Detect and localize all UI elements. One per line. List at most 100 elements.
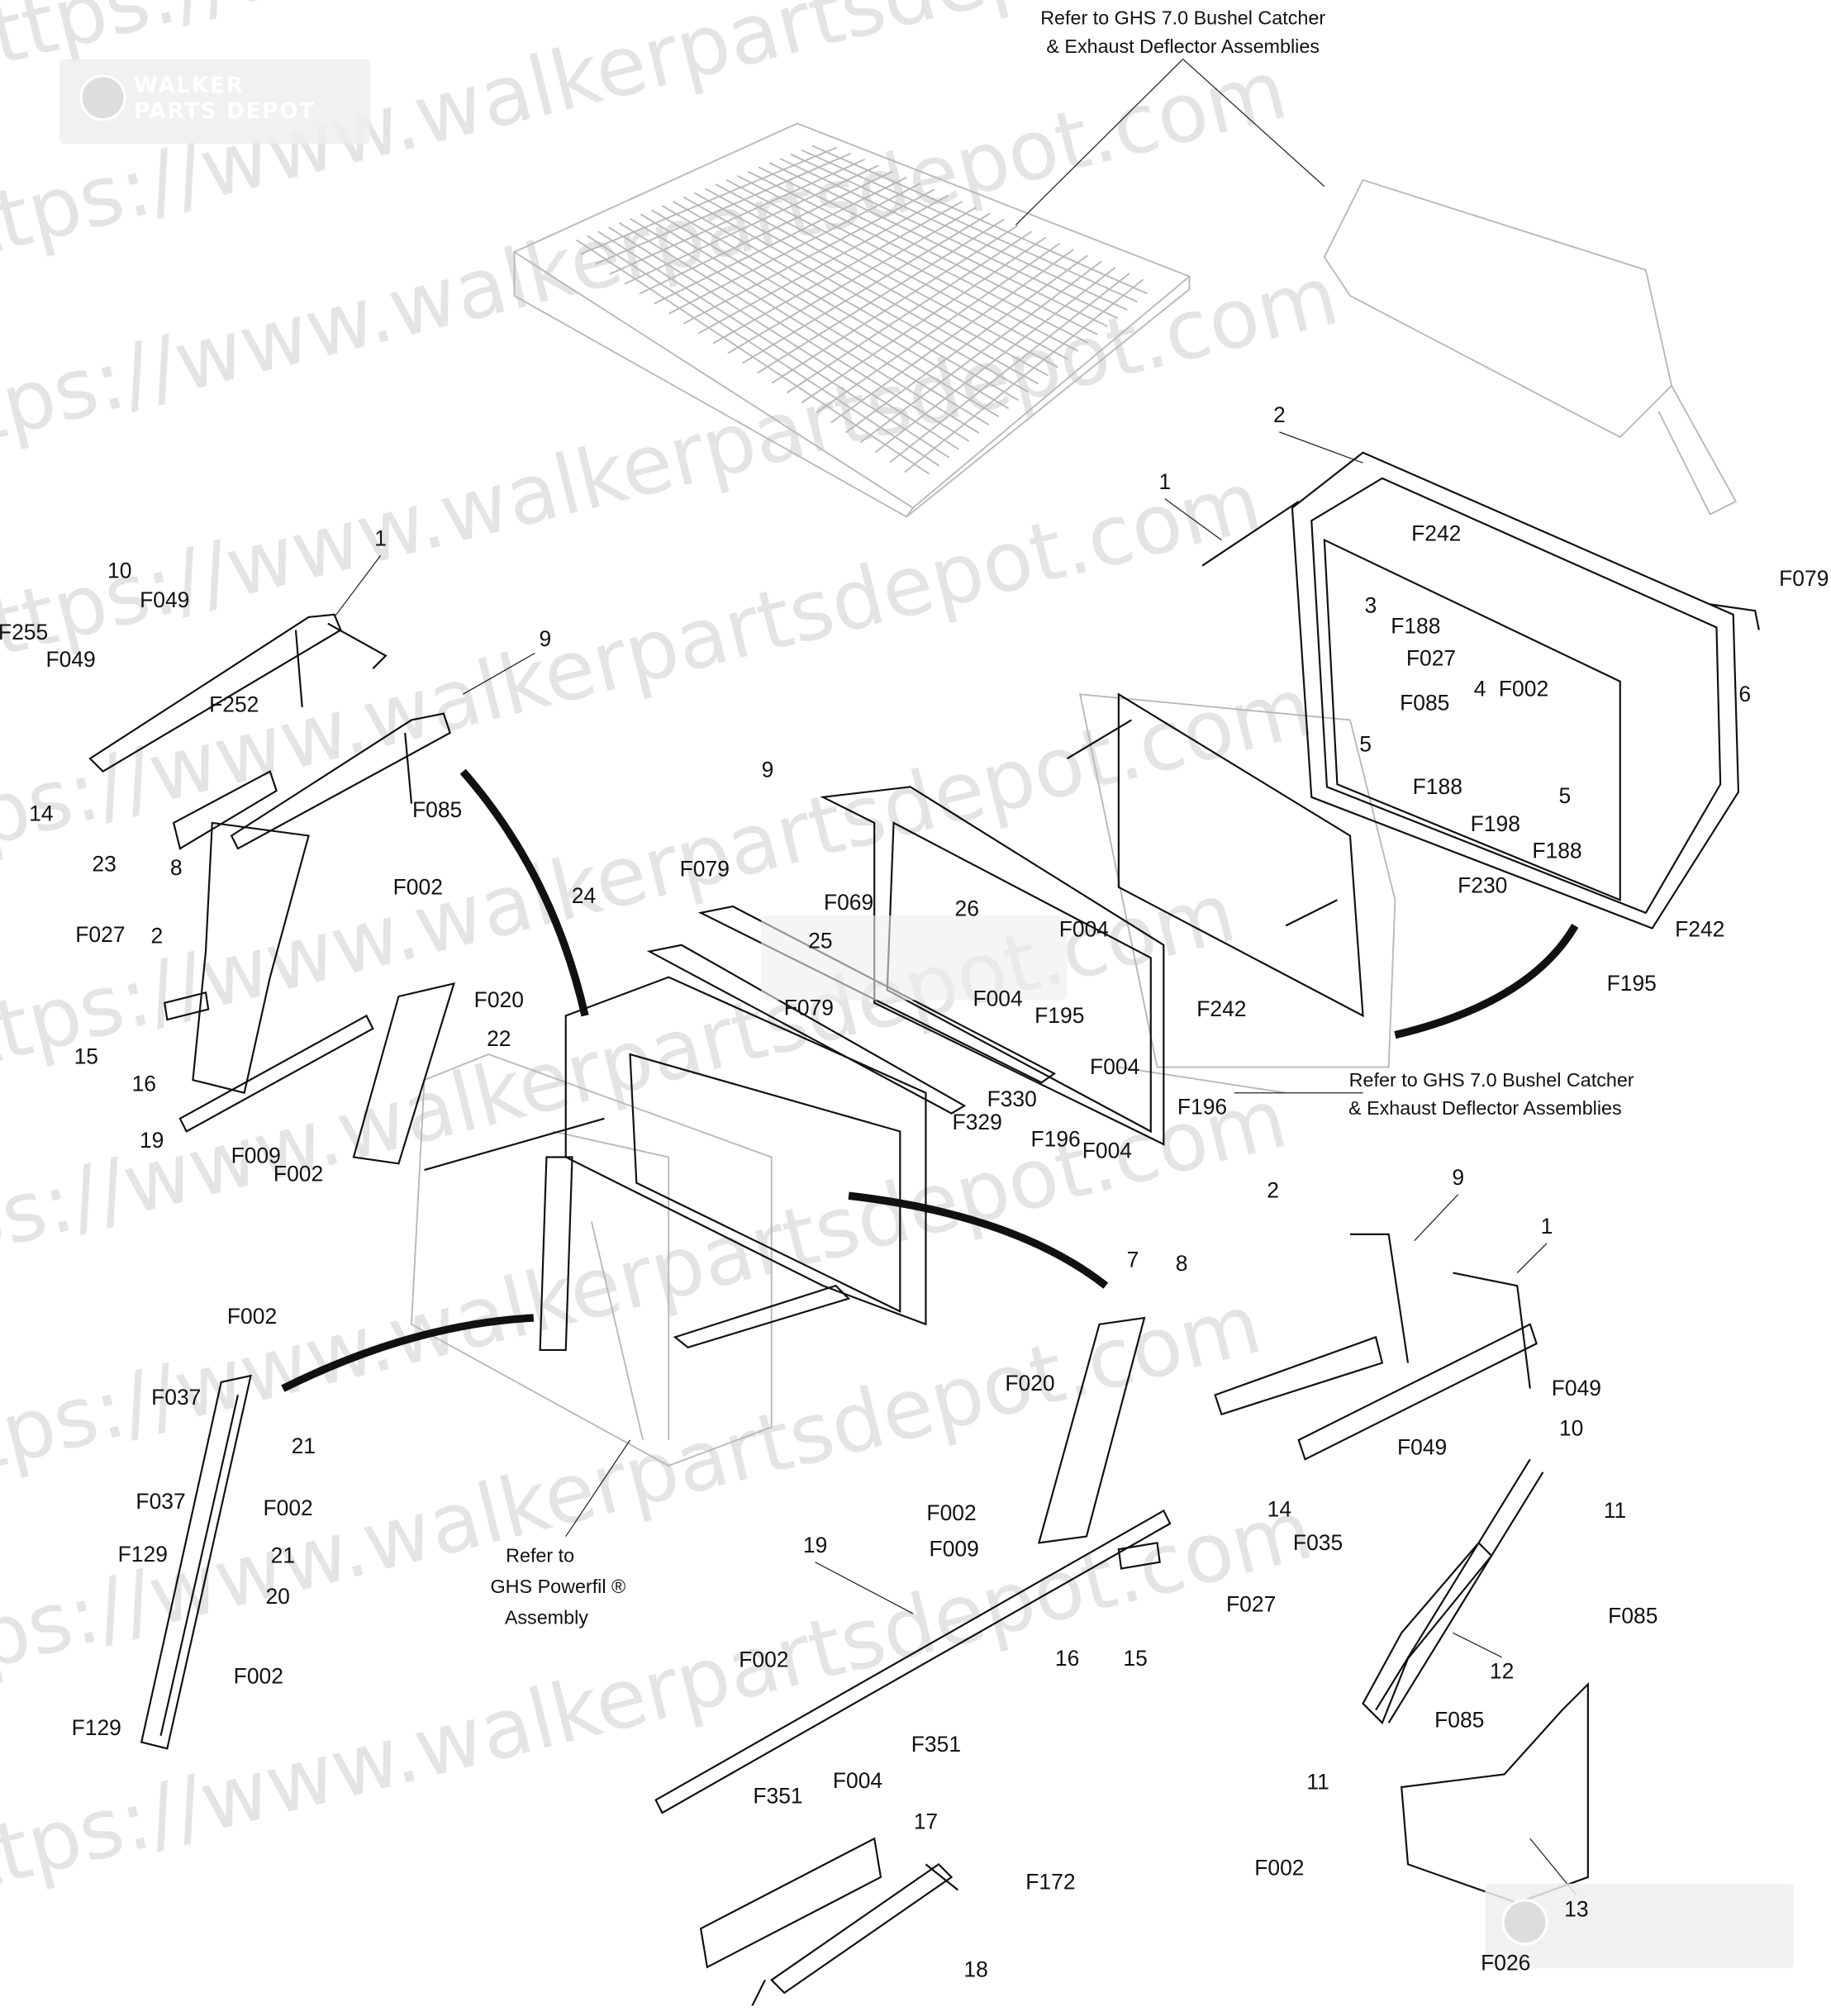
part-callout: F004	[833, 1768, 882, 1793]
part-callout: 2	[151, 923, 164, 948]
part-callout: F242	[1675, 917, 1724, 942]
part-callout: F002	[739, 1647, 788, 1671]
part-callout: F079	[1779, 566, 1829, 591]
part-callout: F004	[973, 987, 1022, 1011]
part-callout: 11	[1604, 1498, 1626, 1523]
part-callout: F049	[140, 587, 189, 612]
bushel-catcher-grid	[512, 122, 1191, 518]
part-callout: 12	[1490, 1658, 1514, 1683]
part-callout: 5	[1558, 783, 1571, 808]
part-callout: F020	[474, 987, 524, 1012]
front-frame-assembly	[424, 905, 1057, 1352]
part-callout: F172	[1025, 1870, 1075, 1895]
part-callout: 9	[1452, 1165, 1464, 1190]
part-callout: F079	[784, 996, 834, 1020]
part-callout: 14	[29, 801, 53, 826]
part-callout: 9	[762, 758, 774, 782]
reference-notes: Refer to GHS 7.0 Bushel Catcher & Exhaus…	[491, 7, 1634, 1628]
part-callout: 7	[1127, 1248, 1139, 1272]
exhaust-deflector	[1323, 178, 1738, 516]
part-callout: 24	[572, 883, 596, 908]
part-callout: F255	[0, 620, 48, 644]
part-callout: 2	[1267, 1178, 1279, 1203]
part-callout: F242	[1196, 996, 1246, 1021]
part-callout: 25	[808, 929, 832, 953]
part-callout: F049	[45, 647, 95, 672]
part-callout: 17	[914, 1809, 938, 1834]
part-callout: F188	[1413, 774, 1462, 799]
part-callout: F085	[1608, 1604, 1657, 1628]
part-callout: 4	[1474, 677, 1486, 701]
part-callout: F196	[1030, 1126, 1080, 1151]
part-callout: 13	[1564, 1896, 1588, 1921]
part-callout: 15	[74, 1044, 98, 1069]
part-callout: F002	[1499, 677, 1548, 701]
part-callout: 10	[1559, 1415, 1583, 1440]
part-callout: F037	[151, 1385, 201, 1410]
lower-left-parts	[140, 1374, 252, 1750]
part-callout: 8	[1176, 1251, 1188, 1276]
part-callout: 1	[1541, 1214, 1553, 1239]
part-callout: F085	[1434, 1708, 1484, 1733]
part-callout: 19	[140, 1128, 164, 1153]
part-callout: 10	[107, 558, 131, 582]
note-bushel-catcher-mid: Refer to GHS 7.0 Bushel Catcher	[1349, 1069, 1634, 1091]
part-callout: 2	[1273, 402, 1286, 427]
part-callout: F242	[1411, 521, 1461, 545]
powerfil-assembly-ghost	[411, 693, 1396, 1467]
part-callout: 14	[1267, 1496, 1291, 1521]
part-callout: F026	[1481, 1951, 1530, 1976]
part-callout: F027	[1226, 1592, 1276, 1617]
part-callout: F049	[1552, 1376, 1601, 1400]
note-bushel-catcher-top: Refer to GHS 7.0 Bushel Catcher	[1040, 7, 1325, 29]
part-callout: 11	[1306, 1769, 1329, 1794]
part-callout: F195	[1607, 971, 1657, 996]
part-callout: 16	[1055, 1646, 1079, 1671]
part-callout: 16	[132, 1071, 156, 1096]
part-callout: F009	[231, 1143, 281, 1167]
part-callout: 8	[170, 855, 183, 880]
part-callout: F004	[1082, 1138, 1132, 1163]
part-callout: F027	[1406, 645, 1456, 670]
part-callout: F027	[75, 922, 125, 947]
part-callout: F002	[1254, 1856, 1304, 1880]
lower-right-parts	[654, 1233, 1589, 2007]
part-callout: F351	[753, 1783, 802, 1808]
part-callout: F002	[926, 1500, 976, 1525]
part-callout: F069	[824, 890, 873, 915]
part-callout: F129	[72, 1715, 121, 1740]
part-callout: 6	[1738, 682, 1751, 706]
part-callout: F188	[1391, 613, 1440, 638]
part-callout: F330	[987, 1086, 1037, 1111]
part-callout: 23	[92, 851, 116, 876]
part-callout: 20	[265, 1584, 289, 1609]
note-bushel-catcher-top: & Exhaust Deflector Assemblies	[1046, 36, 1320, 57]
part-callout: F002	[273, 1161, 323, 1186]
part-callout: F085	[412, 797, 462, 822]
left-side-parts	[88, 613, 455, 1165]
part-callout: F230	[1458, 873, 1507, 898]
note-powerfil: GHS Powerfil ®	[491, 1576, 626, 1597]
part-callout: 9	[539, 626, 551, 651]
walker-parts-depot-logo: WALKER PARTS DEPOT	[59, 59, 371, 145]
part-callout: F198	[1471, 811, 1520, 836]
part-callout: F002	[393, 874, 443, 899]
part-callout: 21	[271, 1543, 295, 1567]
part-callout: 1	[374, 526, 387, 551]
part-callout: F037	[136, 1489, 185, 1514]
part-callout: 3	[1365, 592, 1377, 617]
note-powerfil: Refer to	[506, 1545, 574, 1567]
part-callout: 15	[1123, 1646, 1147, 1671]
part-callout: F020	[1005, 1371, 1054, 1396]
part-callout: F252	[209, 692, 259, 716]
part-callout: F085	[1400, 691, 1449, 716]
part-callout: F329	[953, 1110, 1002, 1134]
part-callout: F129	[118, 1542, 168, 1567]
part-callout: F196	[1177, 1094, 1227, 1119]
part-callout: 21	[292, 1434, 316, 1458]
leader-lines	[334, 59, 1577, 1896]
note-bushel-catcher-mid: & Exhaust Deflector Assemblies	[1348, 1097, 1622, 1119]
part-callout: F035	[1293, 1530, 1343, 1555]
